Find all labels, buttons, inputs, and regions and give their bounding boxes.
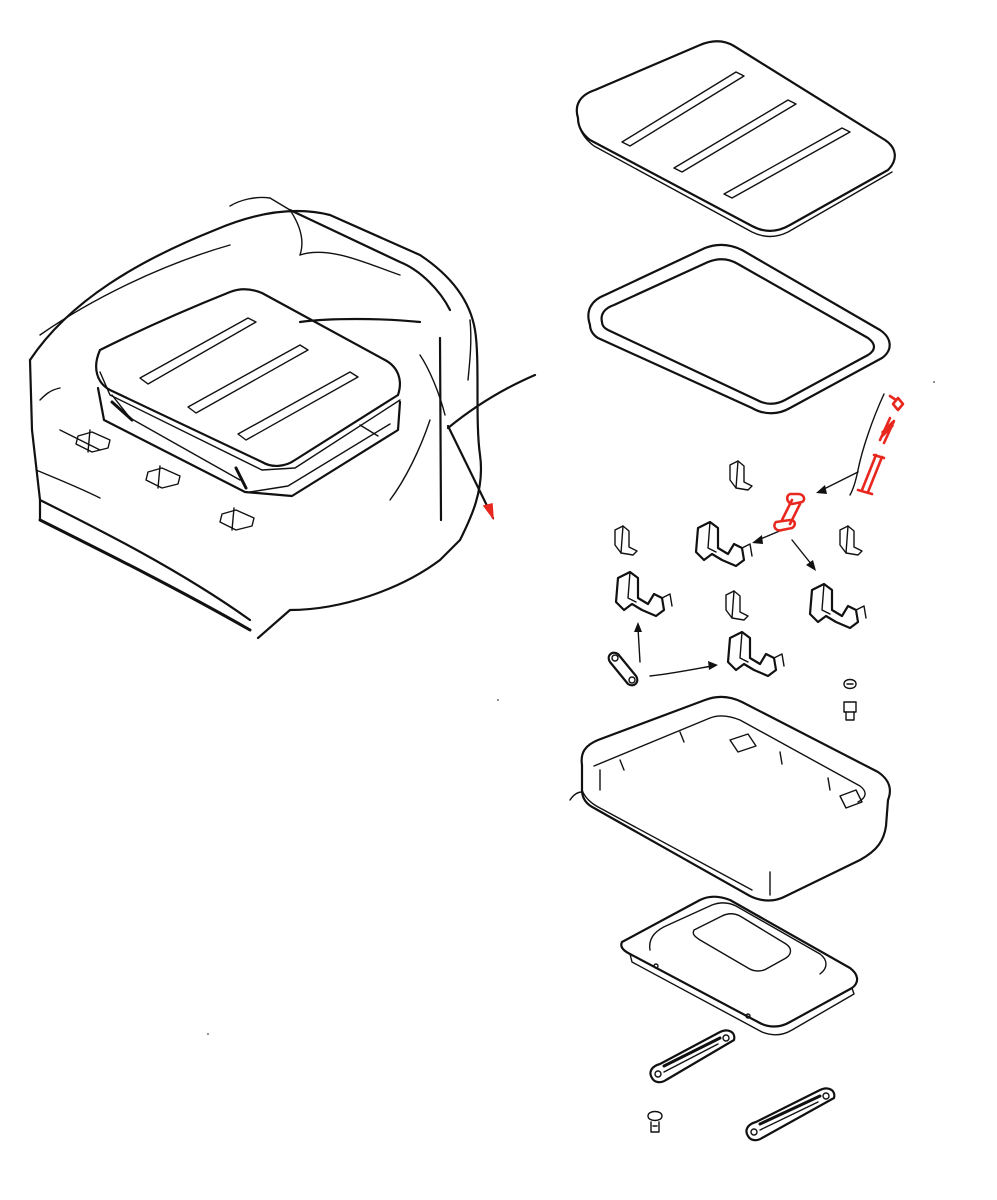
latch-bracket-1 xyxy=(694,520,753,568)
handle-strip-2 xyxy=(745,1087,836,1142)
hatch-frame xyxy=(569,695,891,902)
roof-clip-2 xyxy=(145,465,181,489)
installed-hatch-lid xyxy=(95,288,402,498)
hatch-base-plate xyxy=(620,895,859,1036)
roof-body xyxy=(28,196,483,640)
latch-bracket-4 xyxy=(726,630,785,678)
screw-top xyxy=(843,678,857,690)
hatch-gasket xyxy=(587,243,891,415)
handle-strip-1 xyxy=(649,1029,736,1084)
vehicle-roof-assembly xyxy=(28,196,537,640)
pivot-pin xyxy=(773,492,806,532)
hatch-cover xyxy=(575,40,896,238)
roof-clip-3 xyxy=(219,507,255,531)
screw-bolt xyxy=(843,701,857,721)
roof-clip-1 xyxy=(75,429,111,453)
latch-bracket-small-2 xyxy=(614,525,638,556)
latch-bracket-3 xyxy=(808,582,867,630)
screw xyxy=(647,1110,663,1133)
latch-bracket-small-3 xyxy=(839,525,863,556)
latch-bracket-small-1 xyxy=(729,460,753,491)
latch-bracket-2 xyxy=(614,570,673,618)
assembly-arrows xyxy=(634,471,859,677)
lever-arm xyxy=(607,651,639,687)
spring-and-pin xyxy=(849,393,905,496)
latch-bracket-small-4 xyxy=(725,590,749,621)
stray-marks xyxy=(207,381,935,1035)
leader-bracket xyxy=(438,336,537,522)
